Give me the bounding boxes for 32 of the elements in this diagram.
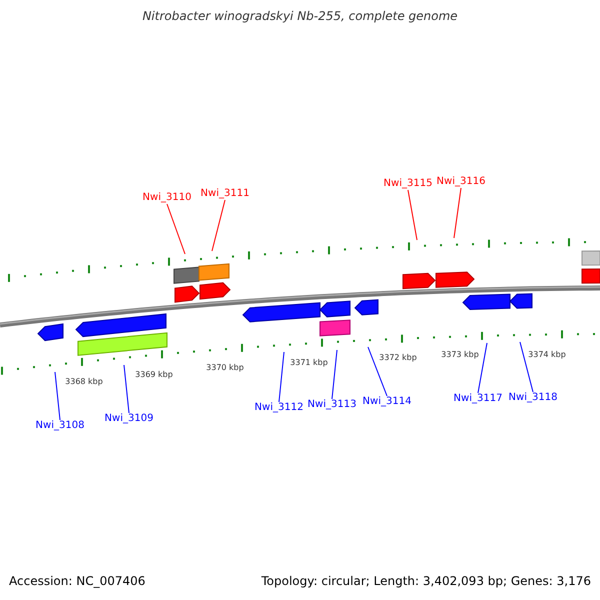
leader-line	[278, 352, 284, 402]
leader-line	[332, 350, 338, 400]
gene-label: Nwi_3111	[200, 188, 250, 200]
leader-line	[478, 342, 488, 394]
position-label: 3372 kbp	[379, 353, 417, 363]
gene-label: Nwi_3118	[508, 392, 558, 404]
leader-line	[124, 364, 130, 414]
position-label: 3371 kbp	[290, 358, 328, 368]
gene-label: Nwi_3115	[384, 178, 432, 190]
position-label: 3369 kbp	[135, 370, 173, 380]
gene-label: Nwi_3116	[436, 176, 486, 188]
gene-label: Nwi_3117	[454, 393, 502, 405]
leader-line	[212, 200, 226, 252]
leader-line	[166, 204, 186, 254]
gene-label: Nwi_3110	[142, 192, 192, 204]
diagram-title: Nitrobacter winogradskyi Nb-255, complete genome	[141, 9, 459, 23]
leader-line	[454, 188, 462, 238]
position-label: 3373 kbp	[441, 350, 479, 360]
position-label: 3374 kbp	[528, 350, 566, 360]
gene-label: Nwi_3114	[362, 396, 412, 408]
leader-line	[520, 342, 534, 392]
gene-label: Nwi_3112	[254, 402, 304, 414]
leader-line	[368, 346, 388, 396]
position-label: 3370 kbp	[206, 363, 244, 373]
accession-text: Accession: NC_007406	[9, 574, 146, 588]
gene-label: Nwi_3113	[308, 399, 356, 411]
leader-line	[54, 372, 60, 420]
position-label: 3368 kbp	[65, 377, 103, 387]
genome-info-text: Topology: circular; Length: 3,402,093 bp; Genes: 3,176	[261, 574, 591, 588]
leader-line	[408, 190, 418, 240]
gene-label: Nwi_3109	[104, 413, 154, 425]
gene-label: Nwi_3108	[36, 420, 84, 432]
